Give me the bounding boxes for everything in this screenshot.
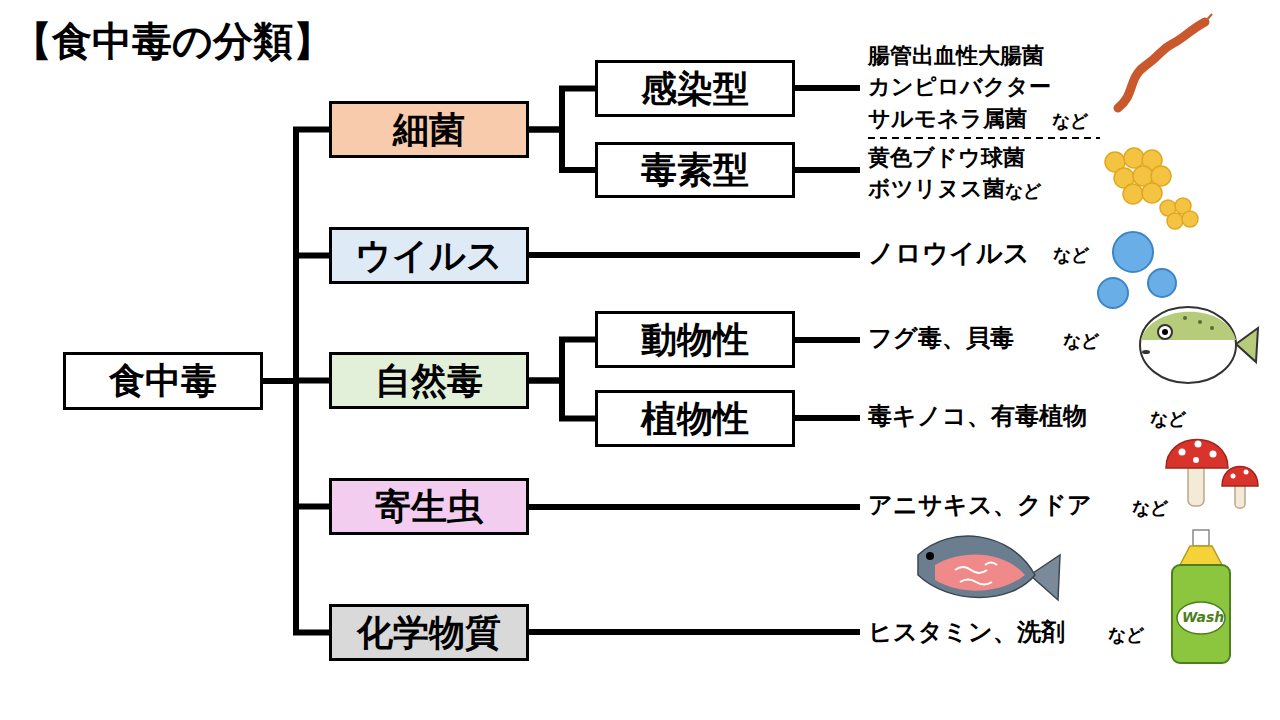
leader-line xyxy=(795,337,860,343)
leader-line xyxy=(795,85,860,91)
box-label: 自然毒 xyxy=(375,361,483,401)
example-text: ノロウイルス xyxy=(868,238,1030,269)
tree-connector xyxy=(529,89,595,130)
box-label: 細菌 xyxy=(393,110,465,150)
fugu-illustration xyxy=(1140,307,1258,383)
tree-connector xyxy=(529,340,595,381)
tree-connector xyxy=(263,378,329,385)
tree-connector xyxy=(529,381,595,419)
category-box: 動物性 xyxy=(595,311,795,368)
tree-connector xyxy=(529,130,595,171)
example-text: ボツリヌス菌 xyxy=(868,176,1005,202)
leader-lines xyxy=(529,88,860,632)
example-text: など xyxy=(1053,244,1089,266)
leader-line xyxy=(529,252,860,258)
diagram-title: 【食中毒の分類】 xyxy=(12,14,333,69)
example-text: など xyxy=(1108,624,1144,646)
example-text: 毒キノコ、有毒植物 xyxy=(868,402,1087,431)
example-text: など xyxy=(1063,330,1099,352)
example-text: ヒスタミン、洗剤 xyxy=(868,618,1065,647)
category-box: 植物性 xyxy=(595,390,795,447)
example-text: フグ毒、貝毒 xyxy=(868,324,1014,353)
tree-connector xyxy=(263,256,329,382)
box-label: 感染型 xyxy=(641,69,749,109)
category-box: ウイルス xyxy=(329,227,529,284)
virus-illustration xyxy=(1098,232,1176,308)
example-text: など xyxy=(1150,408,1186,430)
leader-line xyxy=(529,504,860,510)
detergent-illustration xyxy=(1172,530,1230,663)
box-label: 動物性 xyxy=(641,320,749,360)
staph-illustration xyxy=(1105,148,1198,229)
example-text: カンピロバクター xyxy=(868,74,1051,100)
example-text: 黄色ブドウ球菌 xyxy=(868,145,1025,171)
box-label: 植物性 xyxy=(641,399,749,439)
bottle-label: Wash xyxy=(1182,609,1224,626)
leader-line xyxy=(529,629,860,635)
tree-connector xyxy=(263,381,329,507)
leader-line xyxy=(795,167,860,173)
category-box: 寄生虫 xyxy=(329,478,529,535)
category-box: 毒素型 xyxy=(595,142,795,198)
category-box: 自然毒 xyxy=(329,352,529,409)
example-text: アニサキス、クドア xyxy=(868,491,1092,520)
example-text: サルモネラ属菌 xyxy=(868,106,1027,132)
category-box: 細菌 xyxy=(329,101,529,158)
bacterium-flagellum xyxy=(1205,14,1212,22)
box-label: 毒素型 xyxy=(641,150,749,190)
leader-line xyxy=(795,415,860,421)
example-text: 腸管出血性大腸菌 xyxy=(868,43,1044,69)
root-box: 食中毒 xyxy=(63,352,263,410)
example-text: など xyxy=(1005,180,1041,202)
box-label: ウイルス xyxy=(355,236,503,276)
box-label: 化学物質 xyxy=(357,613,501,653)
example-text: など xyxy=(1052,110,1088,132)
fish-illustration xyxy=(918,536,1060,600)
category-box: 化学物質 xyxy=(329,604,529,661)
box-label: 食中毒 xyxy=(109,361,217,401)
tree-connector xyxy=(263,130,329,382)
category-box: 感染型 xyxy=(595,60,795,117)
bacterium-illustration xyxy=(1118,22,1205,108)
mushroom-illustration xyxy=(1166,440,1258,509)
dashed-separator xyxy=(868,137,1100,139)
example-text: など xyxy=(1132,497,1168,519)
tree-connector xyxy=(263,381,329,633)
box-label: 寄生虫 xyxy=(375,487,483,527)
